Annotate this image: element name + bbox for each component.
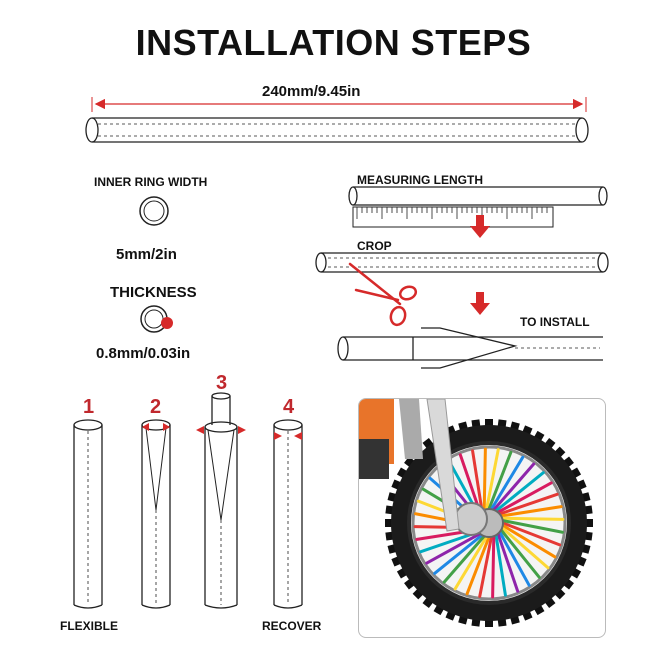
to-install-label: TO INSTALL <box>520 315 590 329</box>
step-number-3: 3 <box>216 372 228 394</box>
page-title: INSTALLATION STEPS <box>135 22 532 63</box>
arrow-down-icon <box>470 292 490 315</box>
step-tube-1 <box>73 419 103 609</box>
length-dimension <box>91 97 587 112</box>
crop-tube <box>315 252 609 273</box>
step-number-4: 4 <box>283 396 295 418</box>
flexible-label: FLEXIBLE <box>60 619 119 633</box>
long-tube <box>85 117 589 143</box>
measuring-tube <box>348 186 608 206</box>
wheel-illustration <box>359 399 593 627</box>
arrow-down-icon <box>470 215 490 238</box>
wheel-photo <box>358 398 606 638</box>
install-tube <box>337 327 603 369</box>
step-number-1: 1 <box>83 396 95 418</box>
step-tube-3 <box>204 392 238 609</box>
length-label: 240mm/9.45in <box>262 83 361 100</box>
crop-label: CROP <box>357 239 392 253</box>
inner-ring-value: 5mm/2in <box>116 246 177 263</box>
thickness-label: THICKNESS <box>110 284 197 301</box>
step-2-arrows <box>142 423 170 431</box>
scissors-icon <box>348 262 418 327</box>
thickness-ring-icon <box>140 305 173 333</box>
inner-ring-label: INNER RING WIDTH <box>94 175 208 189</box>
ruler-icon <box>352 206 554 228</box>
step-3-arrows <box>196 426 246 434</box>
step-tube-4 <box>273 419 303 609</box>
measuring-length-label: MEASURING LENGTH <box>357 173 483 187</box>
recover-label: RECOVER <box>262 619 322 633</box>
step-number-2: 2 <box>150 396 162 418</box>
inner-ring-icon <box>139 196 169 226</box>
thickness-value: 0.8mm/0.03in <box>96 345 191 362</box>
step-tube-2 <box>141 419 171 609</box>
step-4-arrows <box>274 432 302 440</box>
